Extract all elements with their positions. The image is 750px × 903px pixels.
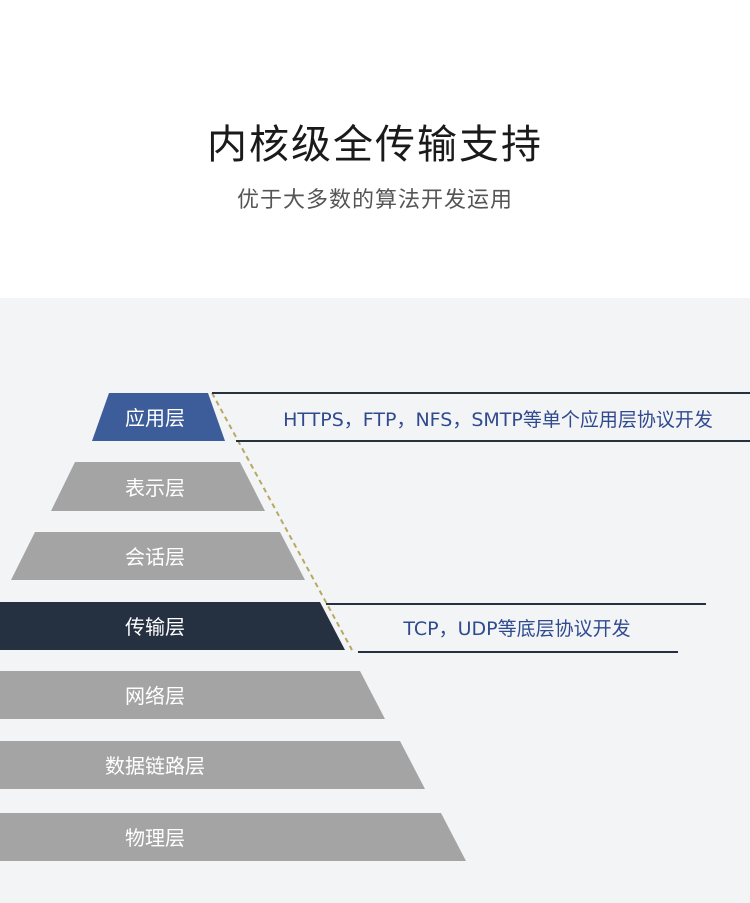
- layer-application-shape: [92, 393, 225, 441]
- layer-session-shape: [11, 532, 305, 580]
- layer-network-label: 网络层: [125, 684, 185, 708]
- page-title: 内核级全传输支持: [207, 122, 543, 168]
- layer-datalink-label: 数据链路层: [105, 754, 205, 778]
- dashed-connector: [211, 392, 353, 651]
- layer-application-label: 应用层: [125, 406, 185, 430]
- layer-transport-shape: [0, 602, 345, 650]
- layer-physical-label: 物理层: [125, 826, 185, 850]
- layer-physical-shape: [0, 813, 466, 861]
- layer-network-shape: [0, 671, 385, 719]
- layer-presentation-label: 表示层: [125, 476, 185, 500]
- layer-session-label: 会话层: [125, 545, 185, 569]
- page-subtitle: 优于大多数的算法开发运用: [236, 188, 513, 213]
- transport-callout-text: TCP，UDP等底层协议开发: [402, 618, 630, 640]
- header: 内核级全传输支持 优于大多数的算法开发运用: [0, 0, 750, 300]
- layer-transport-label: 传输层: [125, 615, 185, 639]
- layer-presentation-shape: [51, 462, 265, 511]
- application-callout-text: HTTPS，FTP，NFS，SMTP等单个应用层协议开发: [283, 409, 713, 431]
- layer-datalink-shape: [0, 741, 425, 789]
